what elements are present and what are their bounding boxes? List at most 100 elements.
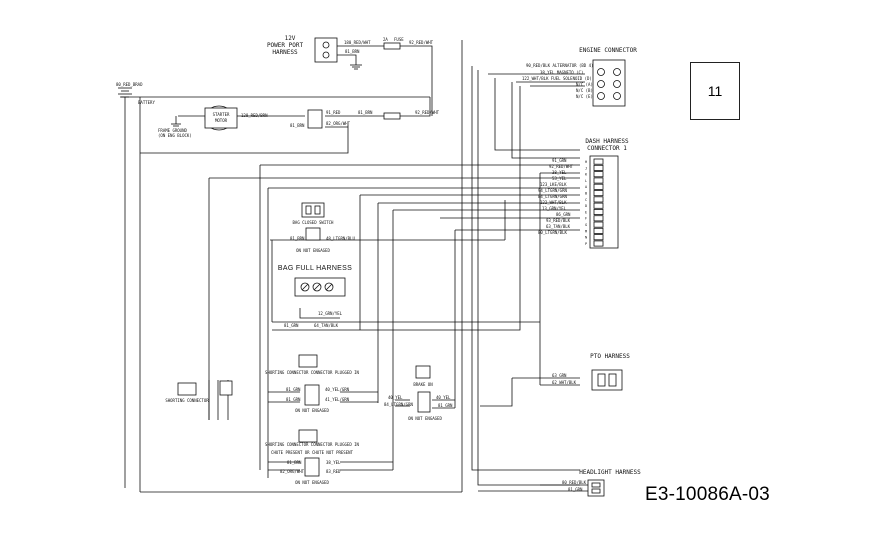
dash-wire: 53_YEL: [552, 176, 567, 181]
dash-pin-letter: G: [585, 223, 587, 227]
wire-label: 12_GRN/YEL: [318, 311, 343, 316]
dash-pin-cell: [593, 158, 604, 165]
shorting-connector-upper: SHORTING CONNECTOR CONNECTOR PLUGGED IN …: [265, 354, 360, 413]
dash-pin-cell: [593, 177, 604, 184]
engine-connector-title: ENGINE CONNECTOR: [579, 47, 637, 54]
dash-wire: 13_GRN/YEL: [542, 206, 567, 211]
brake-switch: BRAKE ON 40_YEL 40_YEL 84_LTGRN/GRN 81_G…: [384, 365, 453, 421]
engine-connector: ENGINE CONNECTOR 90_RED/BLK ALTERNATOR (…: [522, 47, 637, 107]
dash-pin-cell: [593, 221, 604, 228]
shorting-connector-lower: SHORTING CONNECTOR CONNECTOR PLUGGED IN …: [265, 429, 360, 485]
pto-harness: PTO HARNESS 63_GRN 62_WHT/BLK: [552, 353, 630, 391]
dash-pin-cell: [593, 171, 604, 178]
wire-label: 81_BRN: [290, 123, 305, 128]
dash-wire: 38_YEL: [552, 170, 567, 175]
switch-caption: SHORTING CONNECTOR CONNECTOR PLUGGED IN: [265, 442, 360, 447]
left-shorting-connector: SHORTING CONNECTOR: [165, 380, 233, 403]
dash-pin-letter: L: [585, 179, 587, 183]
dash-pin-letter: P: [585, 242, 587, 246]
wire-label: 40_YEL: [436, 395, 451, 400]
dash-pin-cell: [593, 234, 604, 241]
dash-wire: 92_RED/WHT: [549, 164, 574, 169]
fuse-label: FUSE: [394, 37, 404, 42]
bag-full-harness: BAG FULL HARNESS 12_GRN/YEL 81_GRN 64_TA…: [278, 265, 352, 328]
wire-label: 40_YEL: [388, 395, 403, 400]
wire-label: 81_BRN: [287, 460, 302, 465]
headlight-title: HEADLIGHT HARNESS: [579, 469, 641, 476]
dash-pin-cell: [593, 202, 604, 209]
dash-pin-letter: A: [585, 185, 588, 189]
switch-caption: CHUTE PRESENT OR CHUTE NOT PRESENT: [271, 450, 353, 455]
dash-wire: 80_LTGRN/BLK: [538, 230, 567, 235]
wire-network: [120, 40, 585, 493]
battery-label: BATTERY: [138, 100, 155, 105]
bag-closed-switch: BAG CLOSED SWITCH 81_BRN 48_LTGRN/BLU ON…: [290, 202, 355, 253]
starter-label-1: STARTER: [213, 112, 230, 117]
dash-harness-connector: DASH HARNESS CONNECTOR 1 HJKLABCDEFGMNP …: [538, 138, 629, 249]
pto-title: PTO HARNESS: [590, 353, 630, 360]
dash-pin-cell: [593, 208, 604, 215]
dash-wire: 63_TAN/BLK: [546, 224, 571, 229]
status-label: ON NOT ENGAGED: [295, 408, 329, 413]
starter-motor: STARTER MOTOR 128_RED/BRN FRAME GROUND (…: [158, 105, 440, 138]
fuse-label: 2A: [383, 37, 388, 42]
wire-label: 63_GRN: [552, 373, 567, 378]
wire-label: 82_ORG/WHT: [326, 121, 351, 126]
wire-label: 62_WHT/BLK: [552, 380, 577, 385]
page-number-badge: 11: [690, 62, 740, 120]
power-port-title-3: HARNESS: [272, 49, 298, 56]
wire-label: 38_YEL: [326, 460, 341, 465]
frame-ground-label-2: (ON ENG BLOCK): [158, 133, 192, 138]
engine-wire: N/C (E): [576, 94, 593, 99]
dash-pin-letter: N: [585, 236, 587, 240]
dash-title-1: DASH HARNESS: [585, 138, 629, 145]
status-label: ON NOT ENGAGED: [295, 480, 329, 485]
switch-caption: SHORTING CONNECTOR: [165, 398, 209, 403]
wire-label: 82_ORG/WHT: [280, 469, 305, 474]
wire-label: 64_TAN/BLK: [314, 323, 339, 328]
wire-label: 40_YEL/GRN: [325, 387, 350, 392]
power-port-title-2: POWER PORT: [267, 42, 304, 49]
dash-wire: 93_RED/BLK: [546, 218, 571, 223]
dash-pin-letter: D: [585, 204, 587, 208]
wire-label: 81_GRN: [286, 387, 301, 392]
dash-pin-cell: [593, 240, 604, 247]
dash-pin-cell: [593, 183, 604, 190]
wire-label: 92_RED/WHT: [409, 40, 434, 45]
wire-label: 180_RED/WHT: [344, 40, 371, 45]
power-port-connector: 12V POWER PORT HARNESS 180_RED/WHT 81_BR…: [267, 35, 434, 70]
switch-caption: BAG CLOSED SWITCH: [293, 220, 335, 225]
dash-wire: 123_LKE/BLK: [540, 182, 567, 187]
wire-label: 128_RED/BRN: [241, 113, 268, 118]
wire-label: 81_BRN: [358, 110, 373, 115]
status-label: ON NOT ENGAGED: [296, 248, 330, 253]
power-port-title-1: 12V: [285, 35, 296, 42]
headlight-harness: HEADLIGHT HARNESS 80_RED/BLK 81_GRN: [478, 469, 641, 497]
wire-label: 80_RED/BLK: [562, 480, 587, 485]
wire-label: 83_RED: [326, 469, 341, 474]
dash-wire: 122_WHT/BLK: [540, 200, 567, 205]
engine-wire: 38_YEL MAGNETO (C): [540, 70, 583, 75]
wire-label: 41_YEL/GRN: [325, 397, 350, 402]
wire-label: 48_LTGRN/BLU: [326, 236, 355, 241]
dash-pin-cell: [593, 196, 604, 203]
dash-wire: 84_LTGRN/GRN: [538, 194, 567, 199]
engine-wire: N/C (A): [576, 82, 593, 87]
dash-pin-letter: E: [585, 210, 587, 214]
dash-pin-cell: [593, 215, 604, 222]
wire-label: 84_LTGRN/GRN: [384, 402, 413, 407]
wire-label: 81_BRN: [345, 49, 360, 54]
document-number: E3-10086A-03: [645, 484, 770, 505]
dash-wire: 86_GRN: [556, 212, 571, 217]
wire-label: 81_GRN: [284, 323, 299, 328]
wire-label: 81_GRN: [568, 487, 583, 492]
dash-pin-letter: B: [585, 192, 587, 196]
wire-label: 80_RED_BRAD: [116, 82, 143, 87]
dash-pin-letter: K: [585, 173, 588, 177]
battery: BATTERY 80_RED_BRAD: [116, 82, 155, 105]
engine-wire: 90_RED/BLK ALTERNATOR (BD 4): [526, 63, 593, 68]
wire-label: 81_GRN: [286, 397, 301, 402]
wire-label: 91_RED: [326, 110, 341, 115]
switch-caption: BRAKE ON: [413, 382, 433, 387]
